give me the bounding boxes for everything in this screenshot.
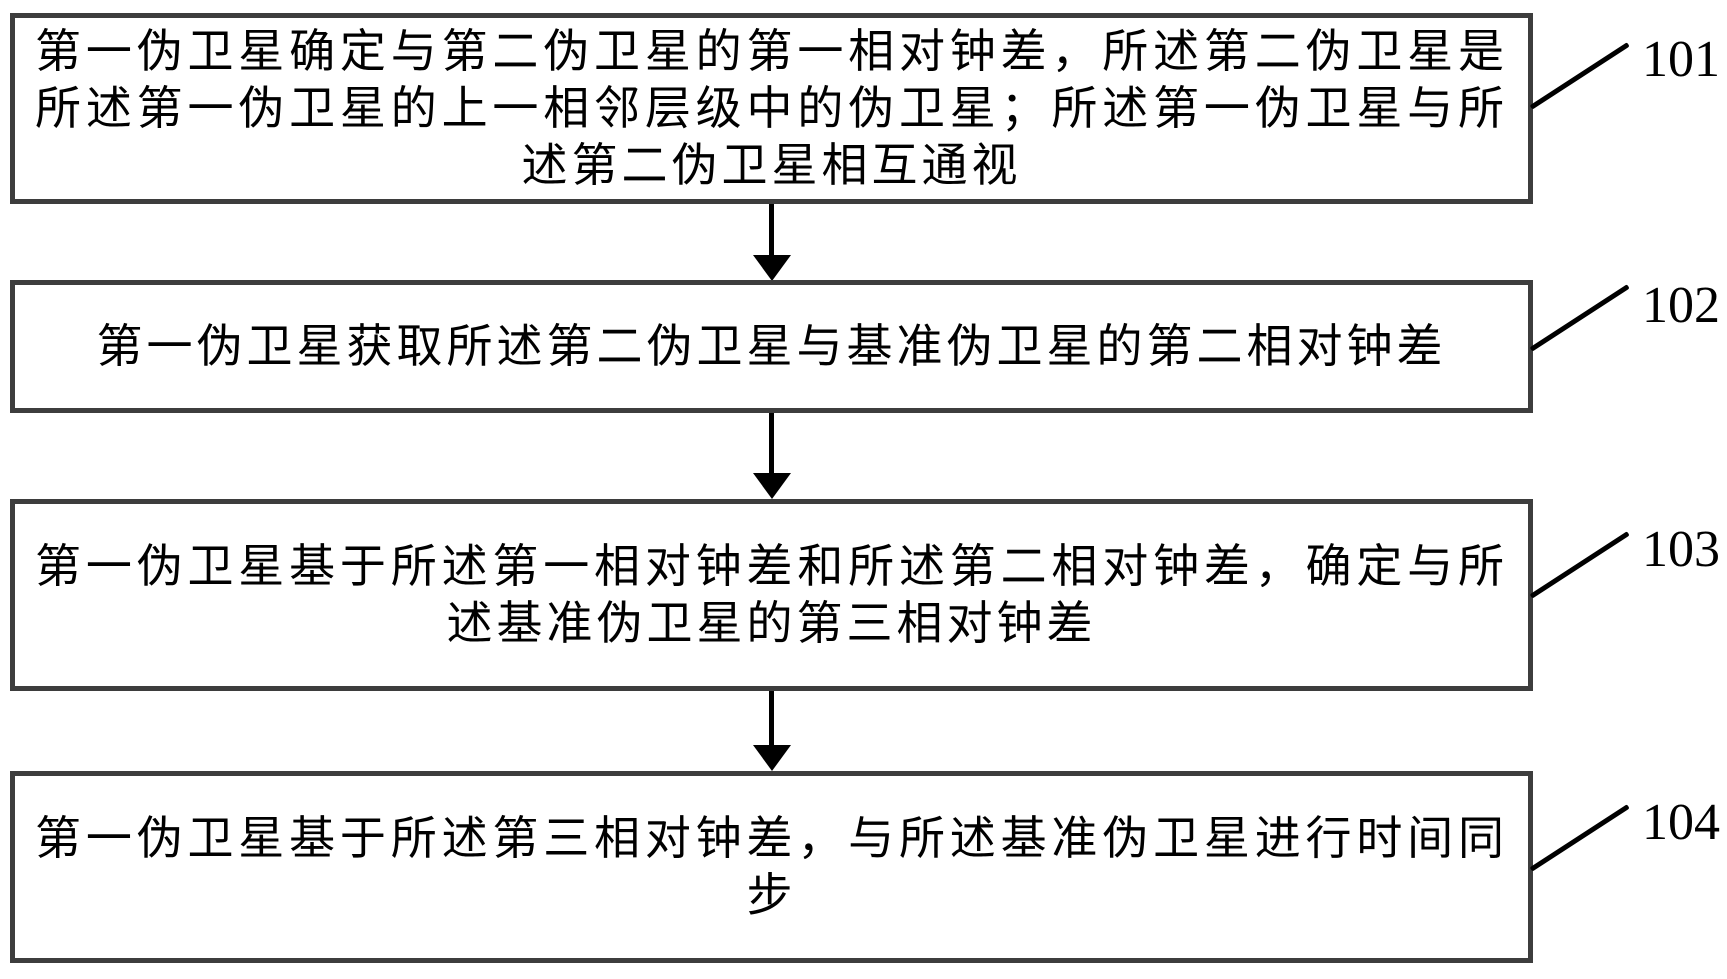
flow-arrow-102-103-head-icon [753,473,791,499]
step-103-number: 103 [1642,521,1720,578]
flowchart-step-box-104: 第一伪卫星基于所述第三相对钟差，与所述基准伪卫星进行时间同步 [10,771,1533,963]
step-101-number: 101 [1642,31,1720,88]
step-104-number: 104 [1642,794,1720,851]
flow-arrow-103-104-shaft [769,691,774,748]
flow-arrow-101-102-shaft [769,204,774,258]
step-104-leader-line [1529,804,1630,872]
flowchart-step-box-103: 第一伪卫星基于所述第一相对钟差和所述第二相对钟差，确定与所述基准伪卫星的第三相对… [10,499,1533,691]
flowchart-step-box-101: 第一伪卫星确定与第二伪卫星的第一相对钟差，所述第二伪卫星是所述第一伪卫星的上一相… [10,13,1533,204]
step-102-text: 第一伪卫星获取所述第二伪卫星与基准伪卫星的第二相对钟差 [96,321,1447,372]
step-101-leader-line [1529,42,1630,110]
step-103-leader-line [1529,531,1630,599]
step-104-text: 第一伪卫星基于所述第三相对钟差，与所述基准伪卫星进行时间同步 [35,813,1508,921]
flow-arrow-101-102-head-icon [753,255,791,281]
step-101-text: 第一伪卫星确定与第二伪卫星的第一相对钟差，所述第二伪卫星是所述第一伪卫星的上一相… [35,26,1508,191]
step-103-text: 第一伪卫星基于所述第一相对钟差和所述第二相对钟差，确定与所述基准伪卫星的第三相对… [35,541,1508,649]
step-102-number: 102 [1642,277,1720,334]
flow-arrow-103-104-head-icon [753,745,791,771]
flowchart-step-box-102: 第一伪卫星获取所述第二伪卫星与基准伪卫星的第二相对钟差 [10,280,1533,413]
flow-arrow-102-103-shaft [769,413,774,476]
step-102-leader-line [1529,284,1630,352]
